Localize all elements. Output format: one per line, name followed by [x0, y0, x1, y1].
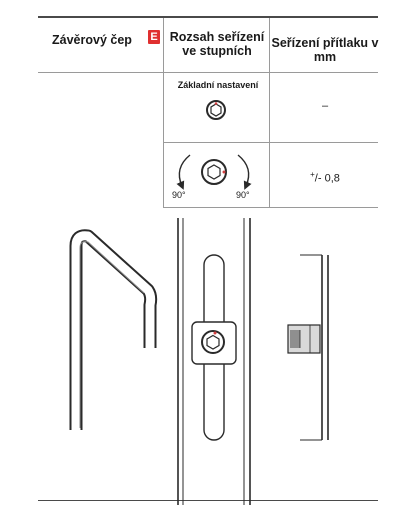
basic-setting-value: – [321, 100, 329, 112]
angle-left-label: 90° [172, 190, 186, 200]
letter-badge: E [148, 30, 160, 44]
basic-position-socket-icon [206, 100, 226, 120]
allen-key-drawing [69, 229, 158, 430]
rotation-socket-icon [176, 154, 252, 190]
table-divider-2 [269, 18, 270, 208]
pin-side-view-drawing [287, 254, 329, 441]
pressure-value: +/- 0,8 [295, 170, 355, 185]
angle-right-label: 90° [236, 190, 250, 200]
plus-superscript: + [310, 170, 315, 179]
sash-profile-drawing [177, 218, 251, 505]
row-divider [163, 142, 378, 143]
bottom-rule [38, 500, 378, 501]
column-header-adjustment-range: Rozsah seřízení ve stupních [169, 30, 265, 58]
table-bottom [163, 207, 378, 208]
header-divider [38, 72, 378, 73]
column-header-locking-pin: Závěrový čep [52, 33, 132, 47]
column-header-pressure-adjustment: Seřízení přítlaku v mm [271, 36, 379, 64]
pressure-value-text: /- 0,8 [314, 172, 340, 185]
basic-setting-label: Základní nastavení [177, 80, 259, 90]
top-rule [38, 16, 378, 18]
table-divider-1 [163, 18, 164, 208]
